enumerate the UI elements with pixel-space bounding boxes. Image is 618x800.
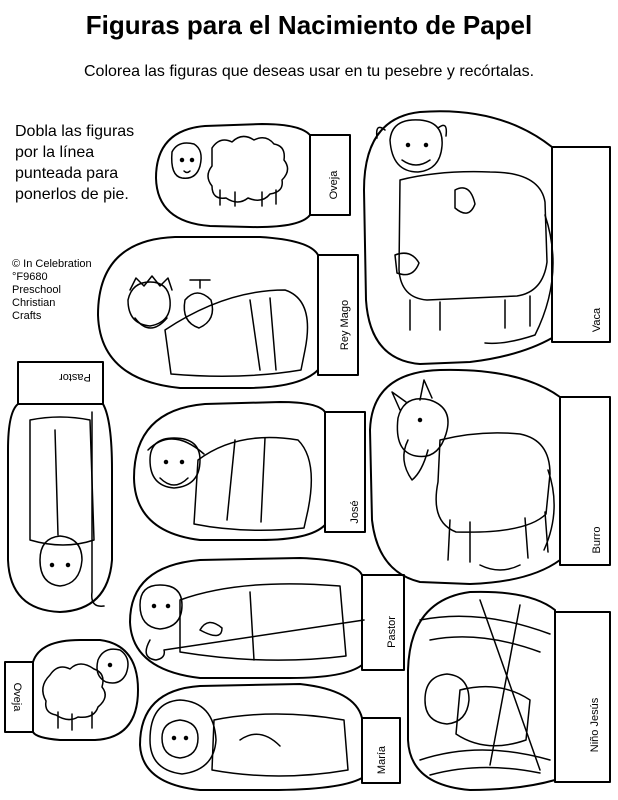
- king-drawing: [127, 275, 309, 377]
- figure-pastor-left[interactable]: Pastor: [7, 361, 113, 613]
- figure-nino-jesus[interactable]: Niño Jesús: [407, 590, 611, 791]
- figure-jose[interactable]: José: [133, 401, 366, 541]
- figure-vaca[interactable]: Vaca: [363, 110, 611, 365]
- figure-pastor[interactable]: Pastor: [129, 557, 405, 679]
- figure-label-oveja: Oveja: [328, 170, 340, 200]
- figure-label-maria: María: [376, 745, 388, 774]
- figure-label-rey-mago: Rey Mago: [339, 300, 351, 350]
- figure-maria[interactable]: María: [139, 683, 401, 791]
- figure-oveja-bottom[interactable]: Oveja: [4, 639, 139, 741]
- shepherd-right-drawing: [139, 583, 365, 661]
- page-title: Figuras para el Nacimiento de Papel: [85, 10, 533, 40]
- shepherd-drawing: [29, 411, 105, 607]
- joseph-drawing: [147, 436, 313, 531]
- donkey-drawing: [391, 379, 555, 571]
- copyright-line: Crafts: [12, 310, 42, 322]
- figure-rey-mago[interactable]: Rey Mago: [97, 236, 359, 389]
- figure-label-jose: José: [349, 500, 361, 523]
- mary-drawing: [149, 699, 349, 777]
- manger-drawing: [419, 599, 551, 776]
- sheep-drawing: [170, 135, 289, 207]
- copyright-line: °F9680: [12, 271, 48, 283]
- figure-oveja-top[interactable]: Oveja: [155, 123, 351, 229]
- figure-label-burro: Burro: [591, 527, 603, 554]
- page-subtitle: Colorea las figuras que deseas usar en t…: [83, 63, 535, 80]
- sheep-bottom-drawing: [42, 648, 129, 731]
- copyright-line: Preschool: [12, 284, 61, 296]
- cow-drawing: [375, 119, 554, 345]
- figure-label-pastor-left: Pastor: [59, 371, 91, 383]
- figure-label-oveja-bottom: Oveja: [11, 683, 23, 713]
- figure-label-pastor: Pastor: [386, 616, 398, 648]
- figure-burro[interactable]: Burro: [369, 368, 611, 585]
- figure-label-vaca: Vaca: [591, 307, 603, 332]
- copyright-notice: © In Celebration °F9680 Preschool Christ…: [12, 258, 122, 323]
- copyright-line: Christian: [12, 297, 56, 309]
- figure-label-nino-jesus: Niño Jesús: [589, 697, 601, 752]
- copyright-line: © In Celebration: [12, 258, 92, 270]
- fold-instructions: Dobla las figuras por la línea punteada …: [15, 123, 135, 203]
